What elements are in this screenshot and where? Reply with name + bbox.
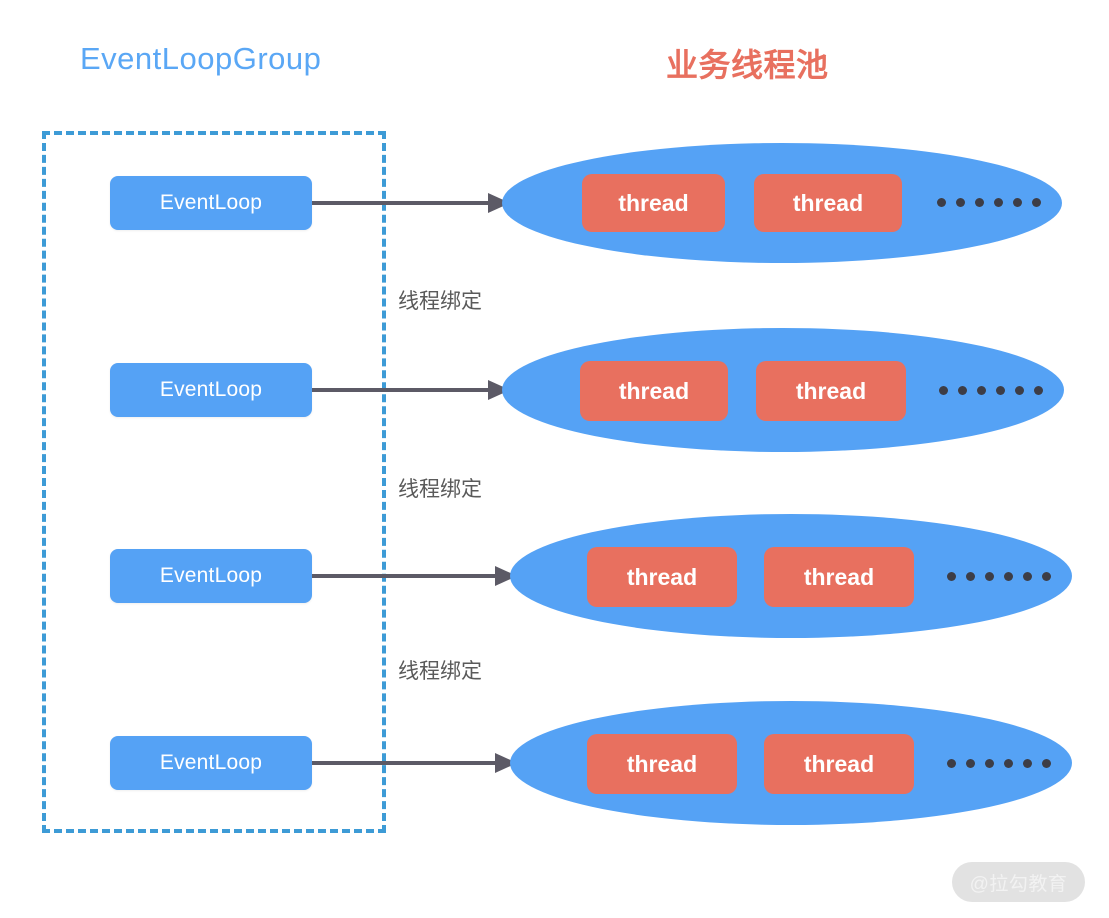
thread-box[interactable]: thread <box>764 734 914 794</box>
thread-label: thread <box>795 377 867 404</box>
thread-box[interactable]: thread <box>587 734 737 794</box>
eventloop-label: EventLoop <box>159 564 263 587</box>
thread-box[interactable]: thread <box>580 361 728 421</box>
eventloop-box-1[interactable]: EventLoop <box>110 176 312 230</box>
ellipsis-dots-icon <box>947 759 1051 768</box>
binding-label-3: 线程绑定 <box>398 660 482 683</box>
eventloop-box-4[interactable]: EventLoop <box>110 736 312 790</box>
thread-label: thread <box>803 563 875 590</box>
thread-pool-3: thread thread <box>510 514 1072 638</box>
ellipsis-dots-icon <box>937 198 1041 207</box>
eventloop-label: EventLoop <box>159 378 263 401</box>
thread-box[interactable]: thread <box>587 547 737 607</box>
eventloop-box-2[interactable]: EventLoop <box>110 363 312 417</box>
eventloop-box-3[interactable]: EventLoop <box>110 549 312 603</box>
binding-label-2: 线程绑定 <box>398 478 482 501</box>
thread-pool-2: thread thread <box>502 328 1064 452</box>
thread-label: thread <box>626 563 698 590</box>
watermark-badge: @拉勾教育 <box>952 862 1085 902</box>
thread-label: thread <box>618 189 689 216</box>
binding-label-1: 线程绑定 <box>398 290 482 313</box>
eventloopgroup-container <box>42 131 386 833</box>
watermark-label: @拉勾教育 <box>969 873 1068 895</box>
thread-label: thread <box>803 750 875 777</box>
thread-pool-4: thread thread <box>510 701 1072 825</box>
page-title-eventloopgroup: EventLoopGroup <box>80 41 322 76</box>
eventloop-label: EventLoop <box>159 751 263 774</box>
thread-box[interactable]: thread <box>756 361 906 421</box>
thread-box[interactable]: thread <box>754 174 902 232</box>
eventloop-label: EventLoop <box>159 191 263 214</box>
page-title-thread-pool: 业务线程池 <box>666 47 829 83</box>
ellipsis-dots-icon <box>939 386 1043 395</box>
thread-box[interactable]: thread <box>764 547 914 607</box>
thread-box[interactable]: thread <box>582 174 725 232</box>
thread-label: thread <box>792 189 864 216</box>
thread-pool-1: thread thread <box>502 143 1062 263</box>
thread-label: thread <box>618 377 690 404</box>
thread-label: thread <box>626 750 698 777</box>
ellipsis-dots-icon <box>947 572 1051 581</box>
